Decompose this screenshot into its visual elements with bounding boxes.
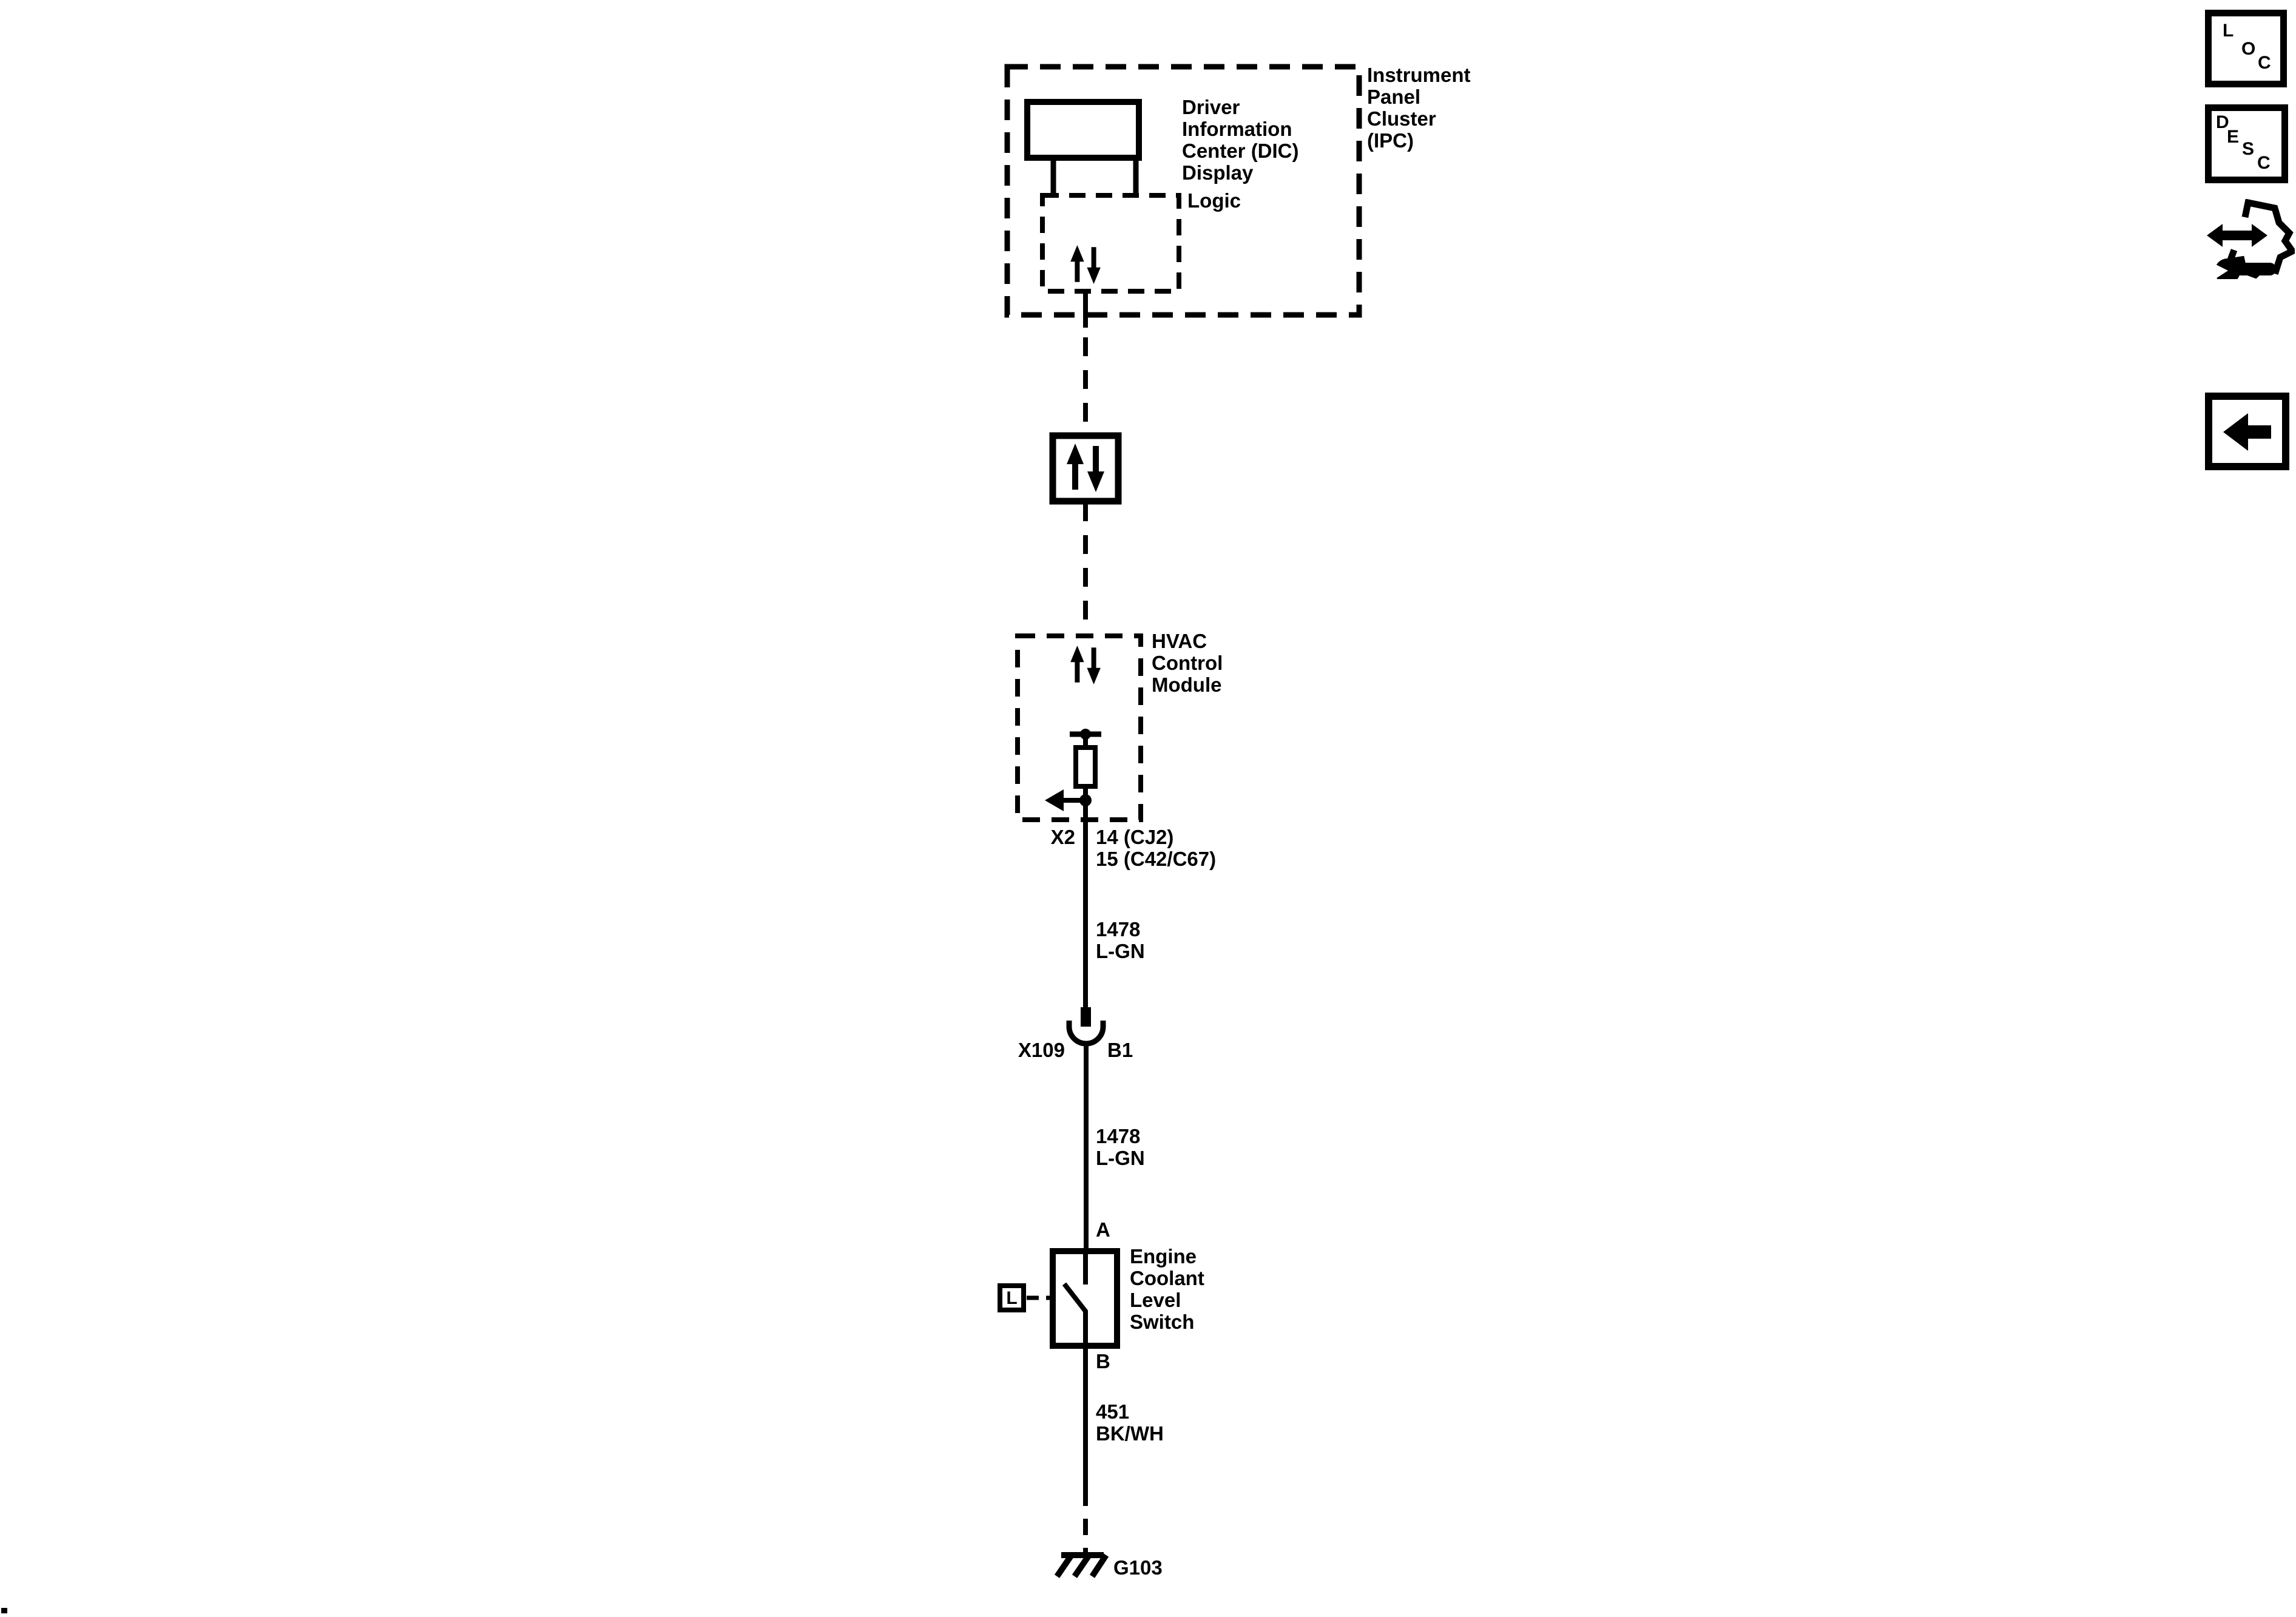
hvac-label-line: HVAC: [1152, 630, 1207, 652]
x109-connector-label: X109: [1018, 1039, 1065, 1061]
loc-button[interactable]: L O C: [2205, 10, 2287, 87]
double-arrow-icon: [2207, 224, 2267, 247]
dic-label-line: Display: [1182, 161, 1254, 184]
level-actuator-box: [998, 1283, 1026, 1312]
ipc-label-line: Instrument: [1367, 64, 1471, 86]
level-actuator-letter: L: [1006, 1288, 1018, 1308]
ipc-label: Instrument Panel Cluster (IPC): [1367, 64, 1471, 152]
loc-letter: O: [2241, 39, 2256, 59]
switch-pin-a-label: A: [1096, 1218, 1110, 1241]
serial-data-arrows-icon: [1067, 444, 1104, 492]
ipc-label-line: Panel: [1367, 86, 1421, 108]
hvac-label-line: Module: [1152, 673, 1222, 696]
coolant-switch-label: Engine Coolant Level Switch: [1130, 1246, 1204, 1333]
wrench-icon: [2207, 258, 2276, 279]
circuit-number: 1478: [1096, 1125, 1141, 1147]
ipc-label-line: (IPC): [1367, 129, 1414, 152]
circuit-number: 451: [1096, 1400, 1130, 1423]
hvac-module-label: HVAC Control Module: [1152, 630, 1223, 696]
wire-color-code: BK/WH: [1096, 1422, 1164, 1445]
switch-pin-b-label: B: [1096, 1350, 1110, 1372]
hvac-module-box: [1015, 633, 1143, 822]
x2-pin-labels: 14 (CJ2) 15 (C42/C67): [1096, 826, 1216, 870]
ground-symbol: [1054, 1552, 1109, 1578]
ipc-box: [1004, 64, 1362, 318]
dic-label-line: Driver: [1182, 96, 1240, 118]
x109-pin-label: B1: [1107, 1039, 1133, 1061]
x109-connector-symbol: [1066, 1007, 1106, 1047]
wire-label-1478-upper: 1478 L-GN: [1096, 919, 1145, 962]
desc-letter: D: [2216, 112, 2229, 132]
serial-data-arrows-icon: [1070, 646, 1101, 684]
wire-label-451: 451 BK/WH: [1096, 1401, 1164, 1445]
desc-letter: S: [2242, 139, 2255, 159]
comm-symbol-box: [1049, 432, 1122, 505]
ground-label: G103: [1113, 1556, 1163, 1579]
wire-color-code: L-GN: [1096, 940, 1145, 962]
switch-label-line: Level: [1130, 1289, 1181, 1311]
back-arrow-icon: [2223, 413, 2271, 451]
dic-label-line: Center (DIC): [1182, 140, 1299, 162]
x2-pin-row: 15 (C42/C67): [1096, 848, 1217, 870]
loc-letter: L: [2223, 21, 2234, 41]
desc-letter: C: [2257, 153, 2271, 173]
loc-letter: C: [2258, 53, 2271, 73]
pullup-resistor-symbol: [1045, 729, 1101, 811]
wire-repair-button[interactable]: [2203, 199, 2295, 279]
switch-label-line: Switch: [1130, 1311, 1195, 1333]
wire-repair-icon: [2207, 199, 2295, 279]
ipc-label-line: Cluster: [1367, 107, 1436, 130]
wire-color-code: L-GN: [1096, 1147, 1145, 1169]
x2-pin-row: 14 (CJ2): [1096, 826, 1174, 848]
page-speck: [1, 1608, 7, 1613]
hvac-label-line: Control: [1152, 652, 1223, 674]
logic-box: [1040, 193, 1181, 294]
dic-label-line: Information: [1182, 118, 1292, 140]
dic-display-box: [1024, 99, 1142, 197]
switch-label-line: Coolant: [1130, 1267, 1204, 1289]
desc-letter: E: [2227, 127, 2240, 147]
logic-label: Logic: [1187, 189, 1241, 212]
wire-label-1478-lower: 1478 L-GN: [1096, 1126, 1145, 1169]
back-button[interactable]: [2205, 393, 2289, 470]
circuit-number: 1478: [1096, 918, 1141, 940]
switch-label-line: Engine: [1130, 1245, 1197, 1268]
serial-data-arrows-icon: [1070, 245, 1101, 284]
x2-connector-label: X2: [1050, 826, 1075, 848]
desc-button[interactable]: D E S C: [2205, 104, 2288, 183]
dic-display-label: Driver Information Center (DIC) Display: [1182, 96, 1299, 184]
signal-arrow-icon: [1045, 789, 1064, 811]
